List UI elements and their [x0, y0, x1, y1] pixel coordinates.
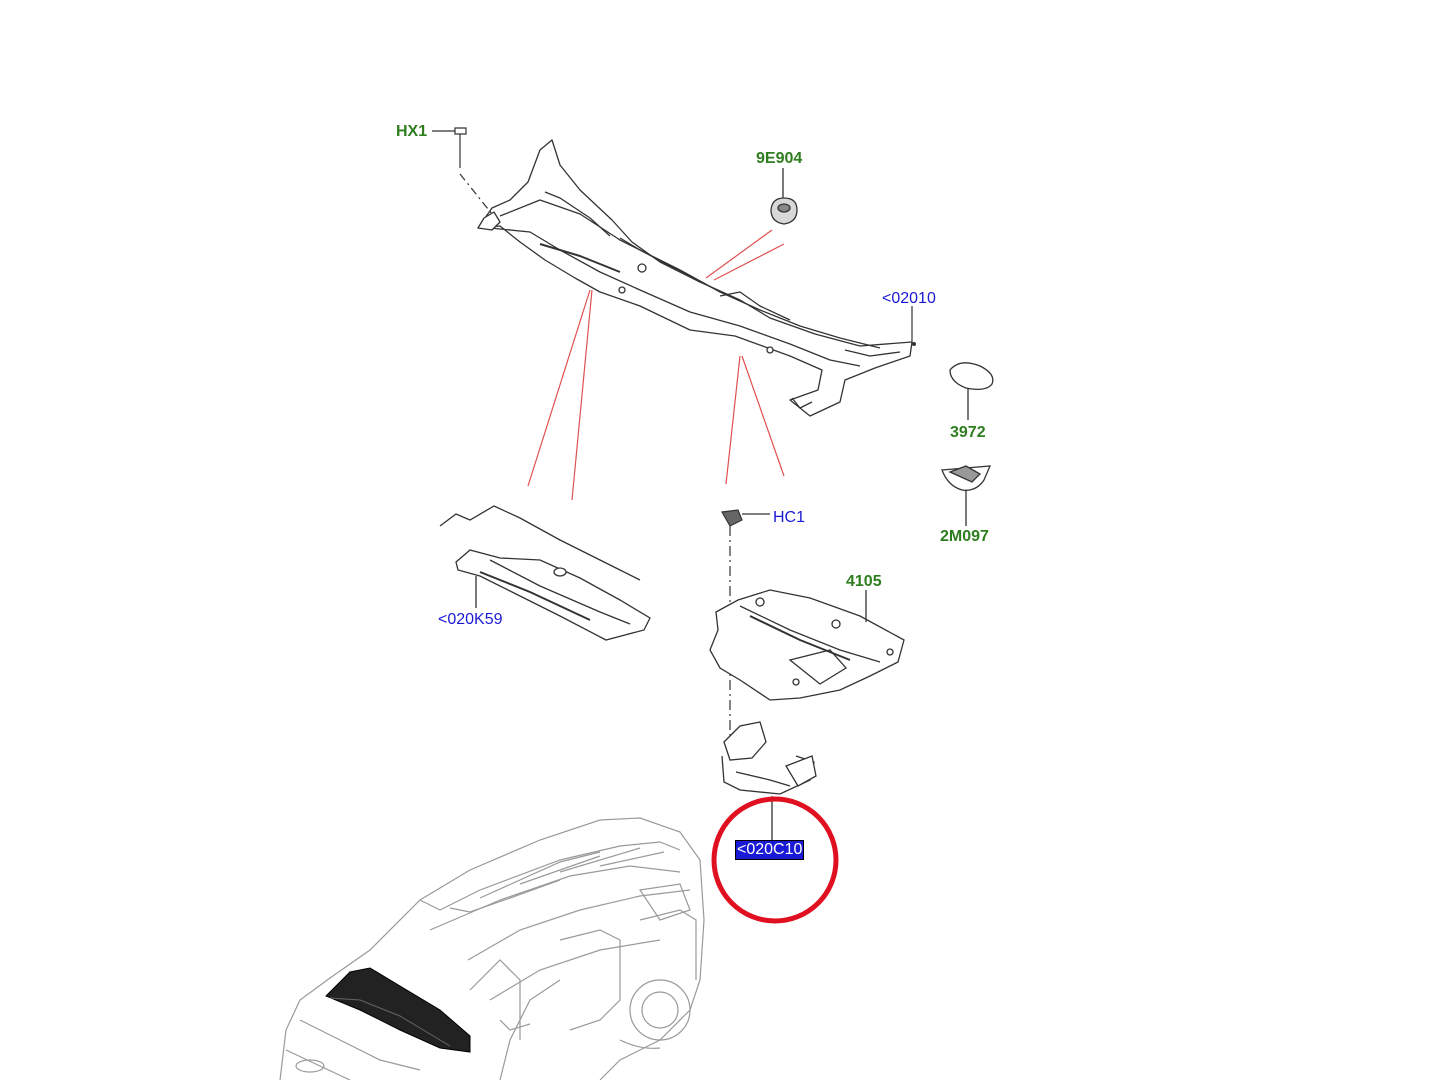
cowl-panel-drawing — [477, 139, 913, 417]
callout-hc1[interactable]: HC1 — [773, 509, 806, 526]
2m097-bracket-drawing — [941, 465, 992, 526]
callout-3972[interactable]: 3972 — [950, 424, 986, 441]
vehicle-locator-drawing — [279, 817, 705, 1080]
vehicle-cowl-highlight — [325, 967, 471, 1053]
hx1-screw-drawing — [432, 127, 493, 215]
callout-02010[interactable]: <02010 — [882, 290, 936, 307]
9e904-grommet-drawing — [770, 168, 798, 225]
4105-cover-drawing — [709, 589, 905, 701]
callout-9e904[interactable]: 9E904 — [756, 150, 803, 167]
callout-020k59[interactable]: <020K59 — [438, 611, 503, 628]
seal-strip-drawing — [439, 505, 651, 641]
3972-cap-drawing — [949, 362, 994, 420]
highlight-circle — [711, 796, 839, 924]
callout-2m097[interactable]: 2M097 — [940, 528, 989, 545]
callout-020c10-selected[interactable]: <020C10 — [734, 840, 805, 860]
callout-hx1[interactable]: HX1 — [396, 123, 428, 140]
callout-4105[interactable]: 4105 — [846, 573, 882, 590]
020c10-bracket-drawing — [721, 721, 817, 842]
leader-lines — [527, 229, 785, 501]
